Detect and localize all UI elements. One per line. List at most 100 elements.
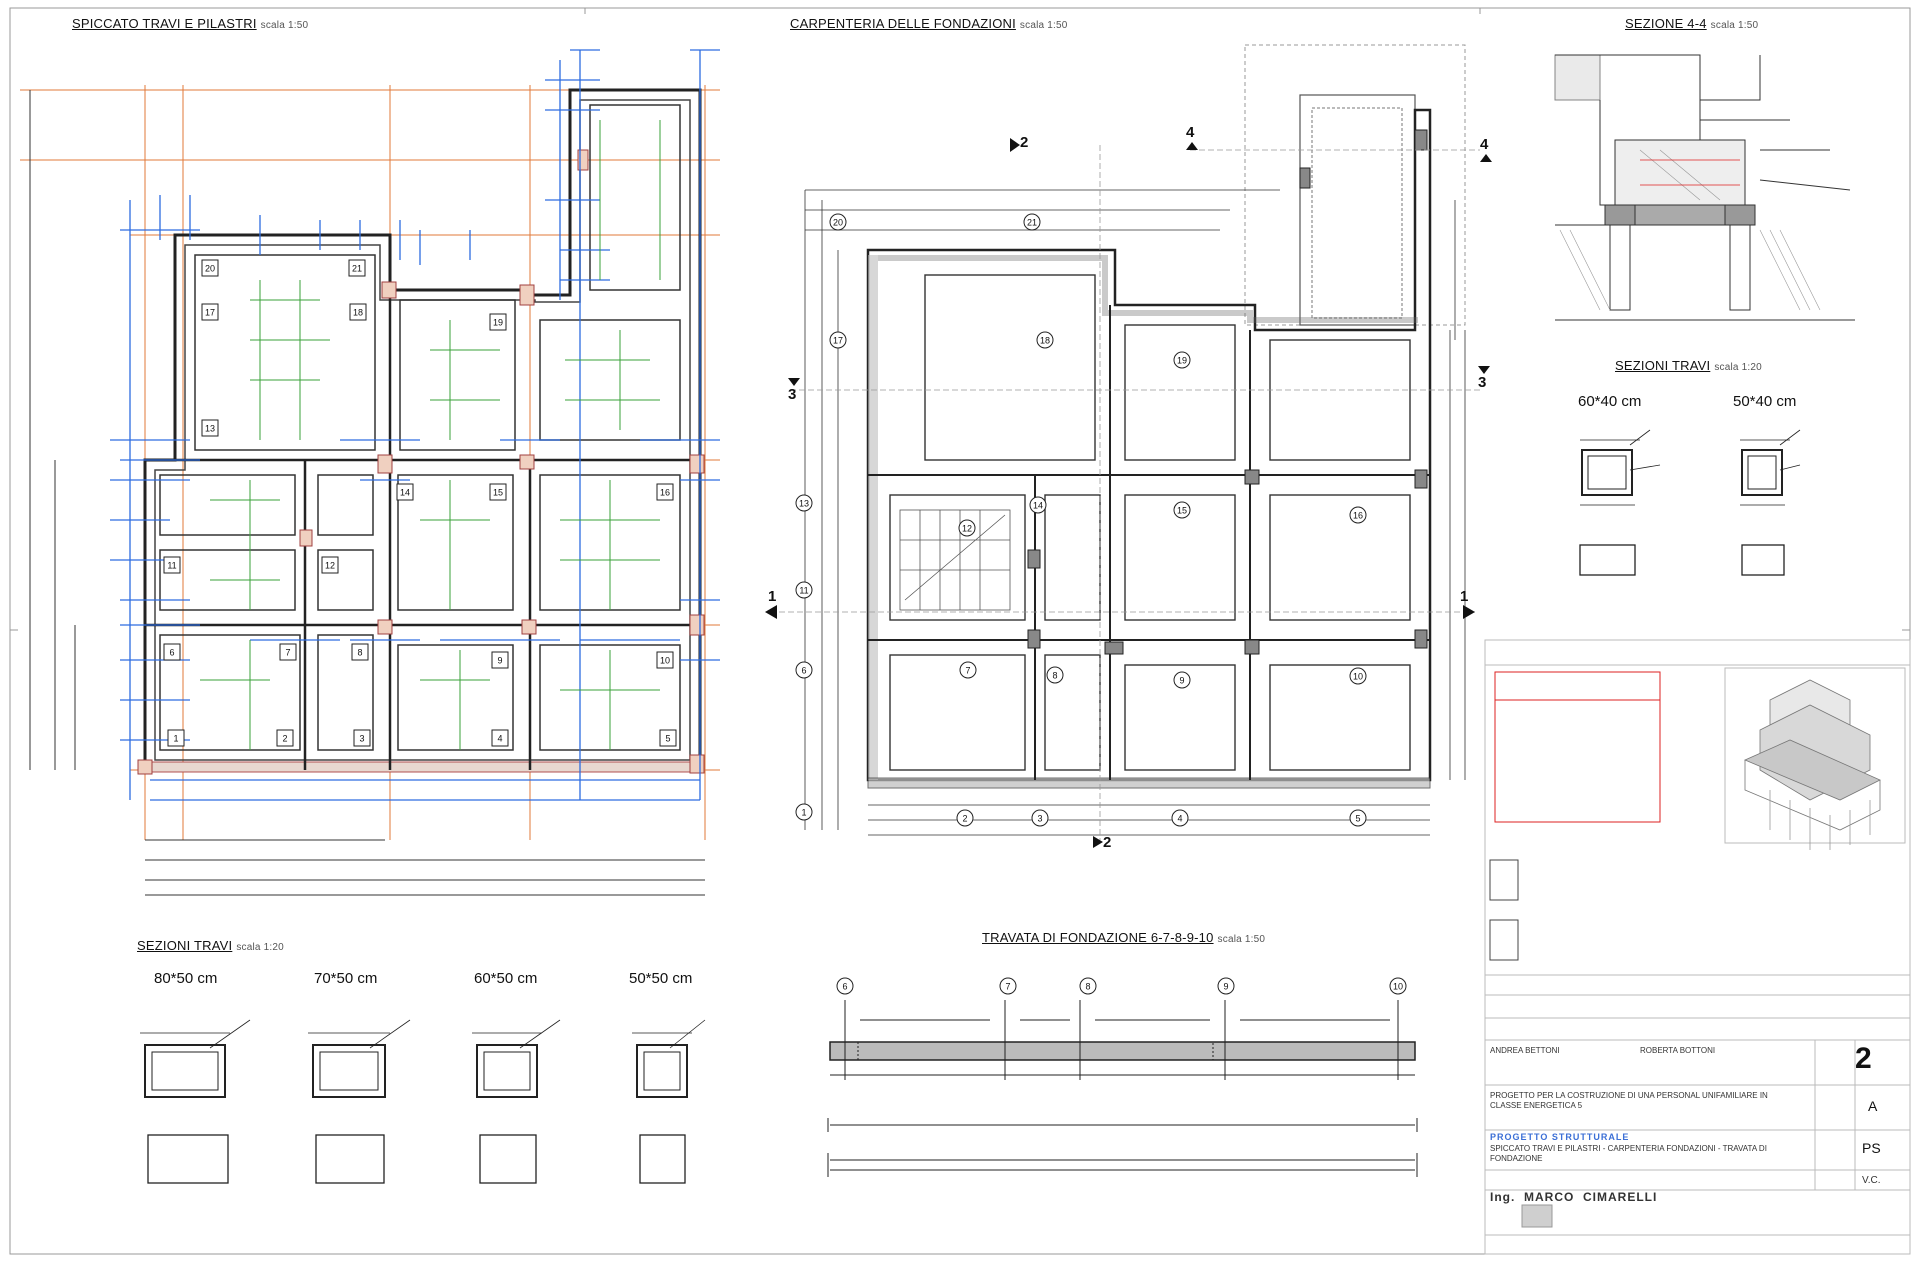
node-marker [659,729,677,747]
node-label: 3 [1037,814,1042,824]
node-marker [1023,213,1041,231]
node-marker [321,556,339,574]
section-marker-group [765,138,1492,848]
section-44-scale: scala 1:50 [1710,20,1759,31]
project-description: PROGETTO PER LA COSTRUZIONE DI UNA PERSO… [1490,1091,1768,1110]
node-marker [1349,667,1367,685]
node-marker [167,729,185,747]
node-marker [829,331,847,349]
node-marker [349,303,367,321]
node-label: 6 [169,648,174,658]
node-marker [1079,977,1097,995]
node-label: 8 [357,648,362,658]
node-label: 8 [1052,671,1057,681]
node-label: 3 [359,734,364,744]
beam-sections-left-drawing [140,1019,706,1184]
node-label: 13 [205,424,215,434]
subject-header: PROGETTO STRUTTURALE [1490,1132,1630,1142]
engineer-first: MARCO [1524,1190,1575,1204]
node-marker [1171,809,1189,827]
node-label: 20 [205,264,215,274]
node-label: 2 [282,734,287,744]
beam-sections-left-scale: scala 1:20 [236,942,284,953]
section-marker-label: 1 [1460,588,1469,605]
node-marker [795,803,813,821]
node-label: 14 [1033,501,1043,511]
plan-center-title-text: CARPENTERIA DELLE FONDAZIONI [790,16,1016,31]
node-label: 20 [833,218,843,228]
node-label: 7 [285,648,290,658]
engineer-prefix: Ing. [1490,1190,1516,1204]
sheet-frame [9,7,1911,1255]
section-44-drawing [1554,54,1855,321]
plan-left-title-text: SPICCATO TRAVI E PILASTRI [72,16,257,31]
node-label: 18 [1040,336,1050,346]
node-label: 9 [1223,982,1228,992]
beam-sections-right-title-text: SEZIONI TRAVI [1615,358,1711,373]
section-marker-label: 3 [788,386,797,403]
plan-center-scale: scala 1:50 [1019,20,1068,31]
node-marker [201,303,219,321]
beam-size-label: 60*40 cm [1578,393,1642,410]
node-label: 12 [325,561,335,571]
node-marker [489,313,507,331]
revision: A [1868,1098,1878,1114]
engineer-stamp [1521,1204,1553,1228]
node-label: 17 [205,308,215,318]
foundation-beam-title-text: TRAVATA DI FONDAZIONE 6-7-8-9-10 [982,930,1214,945]
node-label: 19 [1177,356,1187,366]
node-marker [999,977,1017,995]
beam-size-label: 70*50 cm [314,970,378,987]
beam-size-label: 60*50 cm [474,970,538,987]
beam-sections-left-title-text: SEZIONI TRAVI [137,938,233,953]
node-marker [348,259,366,277]
node-marker [958,519,976,537]
engineer-name: Ing. MARCO CIMARELLI [1490,1190,1657,1204]
node-label: 11 [799,586,808,596]
node-marker [1217,977,1235,995]
node-label: 4 [1177,814,1182,824]
node-marker [1349,809,1367,827]
node-marker [829,213,847,231]
designer-1: ANDREA BETTONI [1490,1046,1560,1055]
node-label: 10 [660,656,670,666]
phase: PS [1862,1140,1881,1156]
foundation-beam-scale: scala 1:50 [1217,934,1266,945]
node-label: 16 [660,488,670,498]
node-label: 13 [799,499,809,509]
node-marker [1036,331,1054,349]
node-label: 12 [962,524,972,534]
node-marker [795,661,813,679]
node-label: 1 [173,734,178,744]
node-label: 5 [665,734,670,744]
node-marker [795,581,813,599]
node-marker [1029,496,1047,514]
node-marker [956,809,974,827]
node-label: 1 [801,808,806,818]
node-label: 6 [842,982,847,992]
node-label: 8 [1085,982,1090,992]
node-label: 9 [1179,676,1184,686]
node-marker [201,419,219,437]
section-44-title-text: SEZIONE 4-4 [1625,16,1707,31]
engineer-last: CIMARELLI [1583,1190,1658,1204]
node-marker [656,651,674,669]
beam-sections-right-drawing [1579,429,1801,576]
node-marker [396,483,414,501]
section-marker-label: 1 [768,588,777,605]
node-label: 16 [1353,511,1363,521]
section-marker-label: 3 [1478,374,1487,391]
section-marker-label: 2 [1103,834,1112,851]
node-marker [1173,501,1191,519]
node-label: 17 [833,336,843,346]
